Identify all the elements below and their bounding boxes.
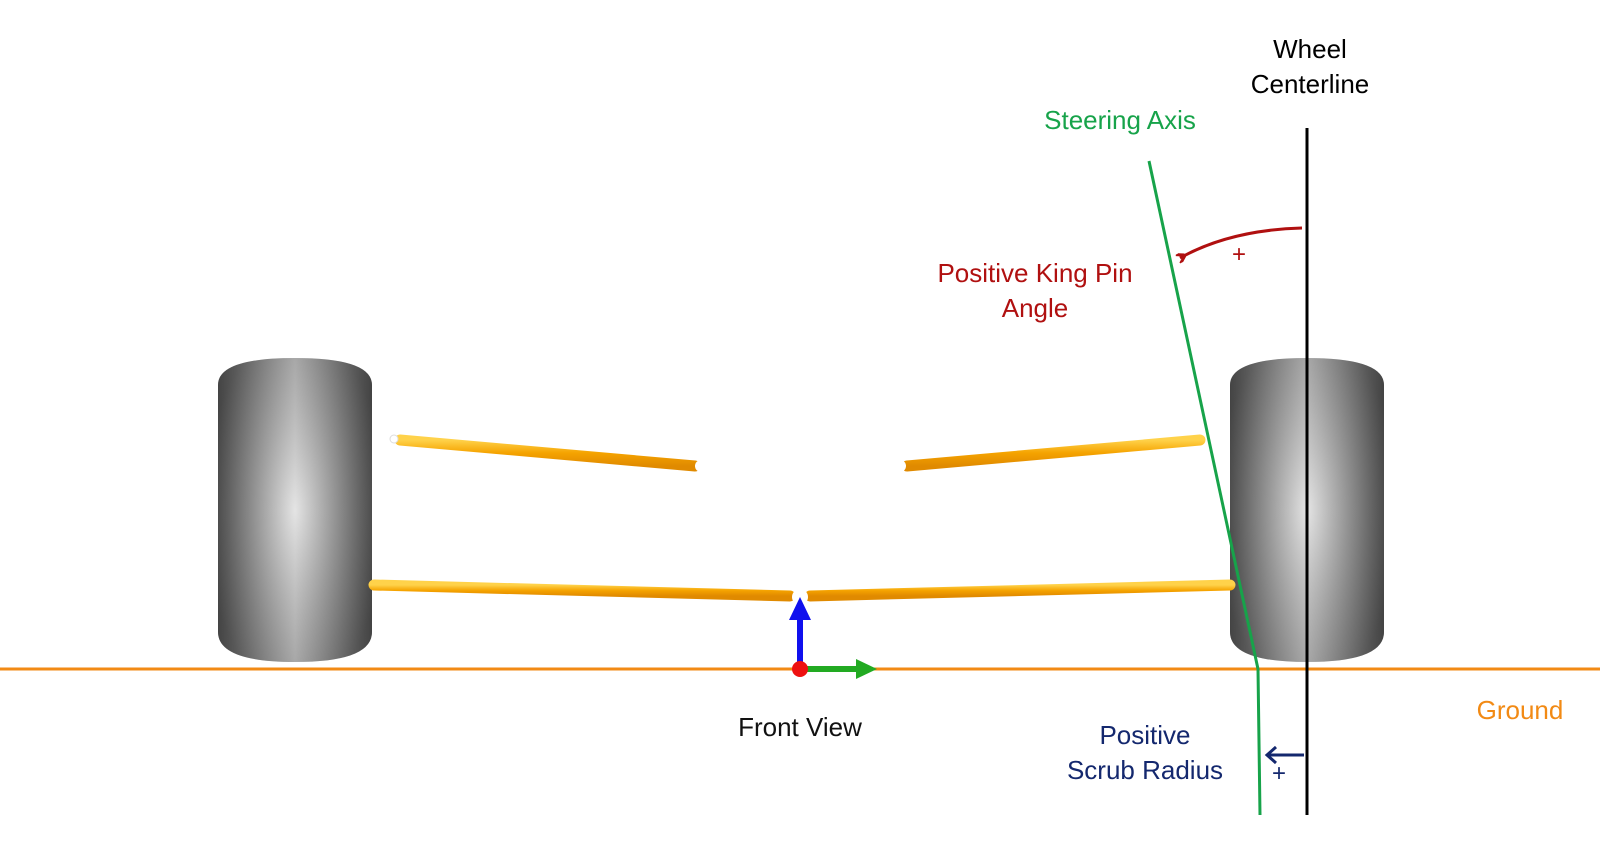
upper-control-arm xyxy=(389,434,1206,472)
king-pin-angle-arrow xyxy=(1180,226,1303,258)
wheel-centerline-label: Wheel Centerline xyxy=(1250,34,1370,99)
left-tire-icon xyxy=(218,358,372,662)
scrub-plus-sign: + xyxy=(1272,760,1287,787)
king-pin-plus-sign: + xyxy=(1232,241,1247,268)
king-pin-angle-label: Positive King Pin Angle xyxy=(937,258,1133,323)
ground-label: Ground xyxy=(1476,695,1564,725)
front-view-label: Front View xyxy=(738,712,862,742)
steering-axis-line xyxy=(1147,160,1262,816)
scrub-radius-arrow xyxy=(1264,745,1304,765)
axis-triad-icon xyxy=(789,597,877,679)
steering-axis-label: Steering Axis xyxy=(1044,105,1196,135)
scrub-radius-label: Positive Scrub Radius xyxy=(1066,720,1224,785)
